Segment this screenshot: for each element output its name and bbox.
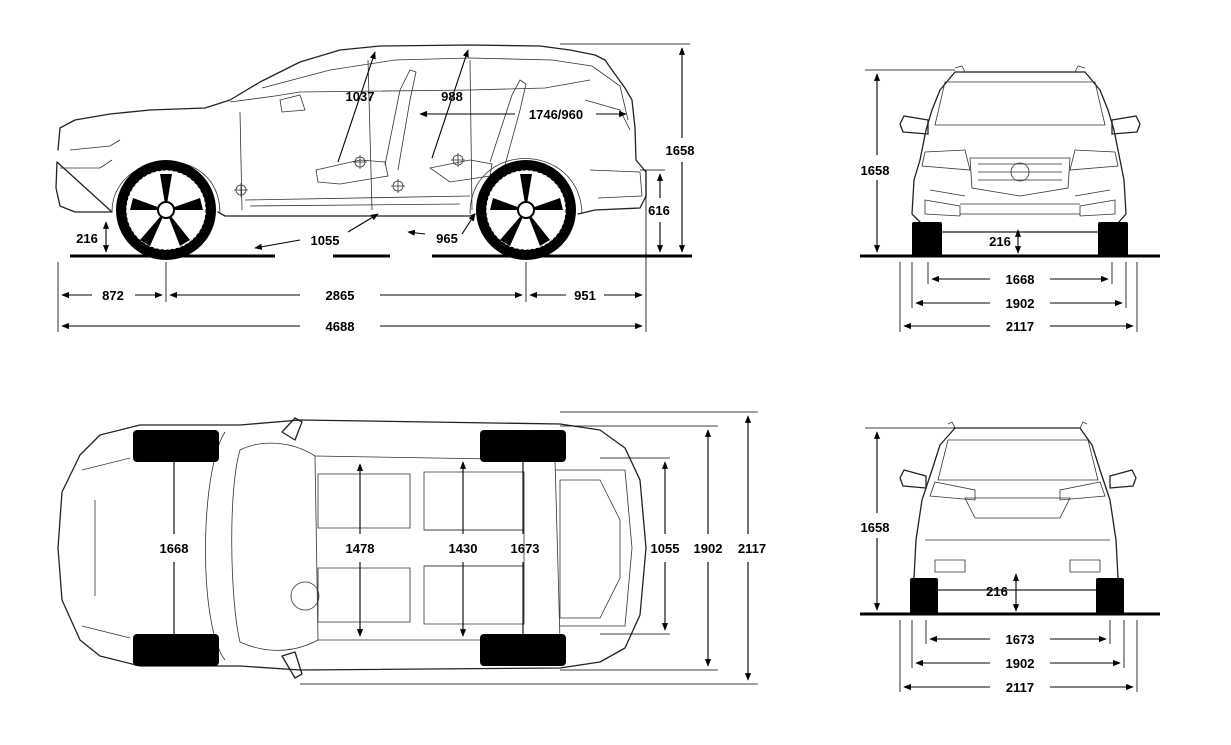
rear-ground-clearance-label: 216 [986,584,1008,599]
rear-view [860,421,1160,616]
side-rear-wheel [476,160,576,260]
front-body-width-label: 1902 [1006,296,1035,311]
side-height-label: 1658 [666,143,695,158]
rear-body-width-label: 1902 [1006,656,1035,671]
top-rear-shoulder-label: 1430 [449,541,478,556]
top-front-track-label: 1668 [160,541,189,556]
top-rear-track-label: 1673 [511,541,540,556]
front-view [860,65,1160,258]
side-rear-legroom-label: 965 [436,231,458,246]
rear-track-label: 1673 [1006,632,1035,647]
rear-dimensions [865,427,1138,692]
front-car-body [911,71,1127,233]
side-front-overhang-label: 872 [102,288,124,303]
top-car-body [57,419,647,671]
side-cargo-length-label: 1746/960 [529,107,583,122]
top-mirror-width-label: 2117 [738,541,766,556]
side-dimensions [57,43,690,332]
rear-mirror-width-label: 2117 [1006,680,1034,695]
side-rear-overhang-label: 951 [574,288,596,303]
side-front-legroom-label: 1055 [311,233,340,248]
side-front-headroom-label: 1037 [346,89,375,104]
top-front-shoulder-label: 1478 [346,541,375,556]
side-front-wheel [116,160,216,260]
front-height-label: 1658 [861,163,890,178]
top-cargo-width-label: 1055 [651,541,680,556]
front-dimensions [865,69,1138,332]
side-overall-length-label: 4688 [326,319,355,334]
side-wheelbase-label: 2865 [326,288,355,303]
side-rear-headroom-label: 988 [441,89,463,104]
rear-height-label: 1658 [861,520,890,535]
side-lip-height-label: 616 [648,203,670,218]
top-dimensions [170,411,758,685]
front-mirror-width-label: 2117 [1006,319,1034,334]
side-view [55,44,692,258]
front-track-label: 1668 [1006,272,1035,287]
side-ground-clearance-label: 216 [76,231,98,246]
front-ground-clearance-label: 216 [989,234,1011,249]
top-body-width-label: 1902 [694,541,723,556]
